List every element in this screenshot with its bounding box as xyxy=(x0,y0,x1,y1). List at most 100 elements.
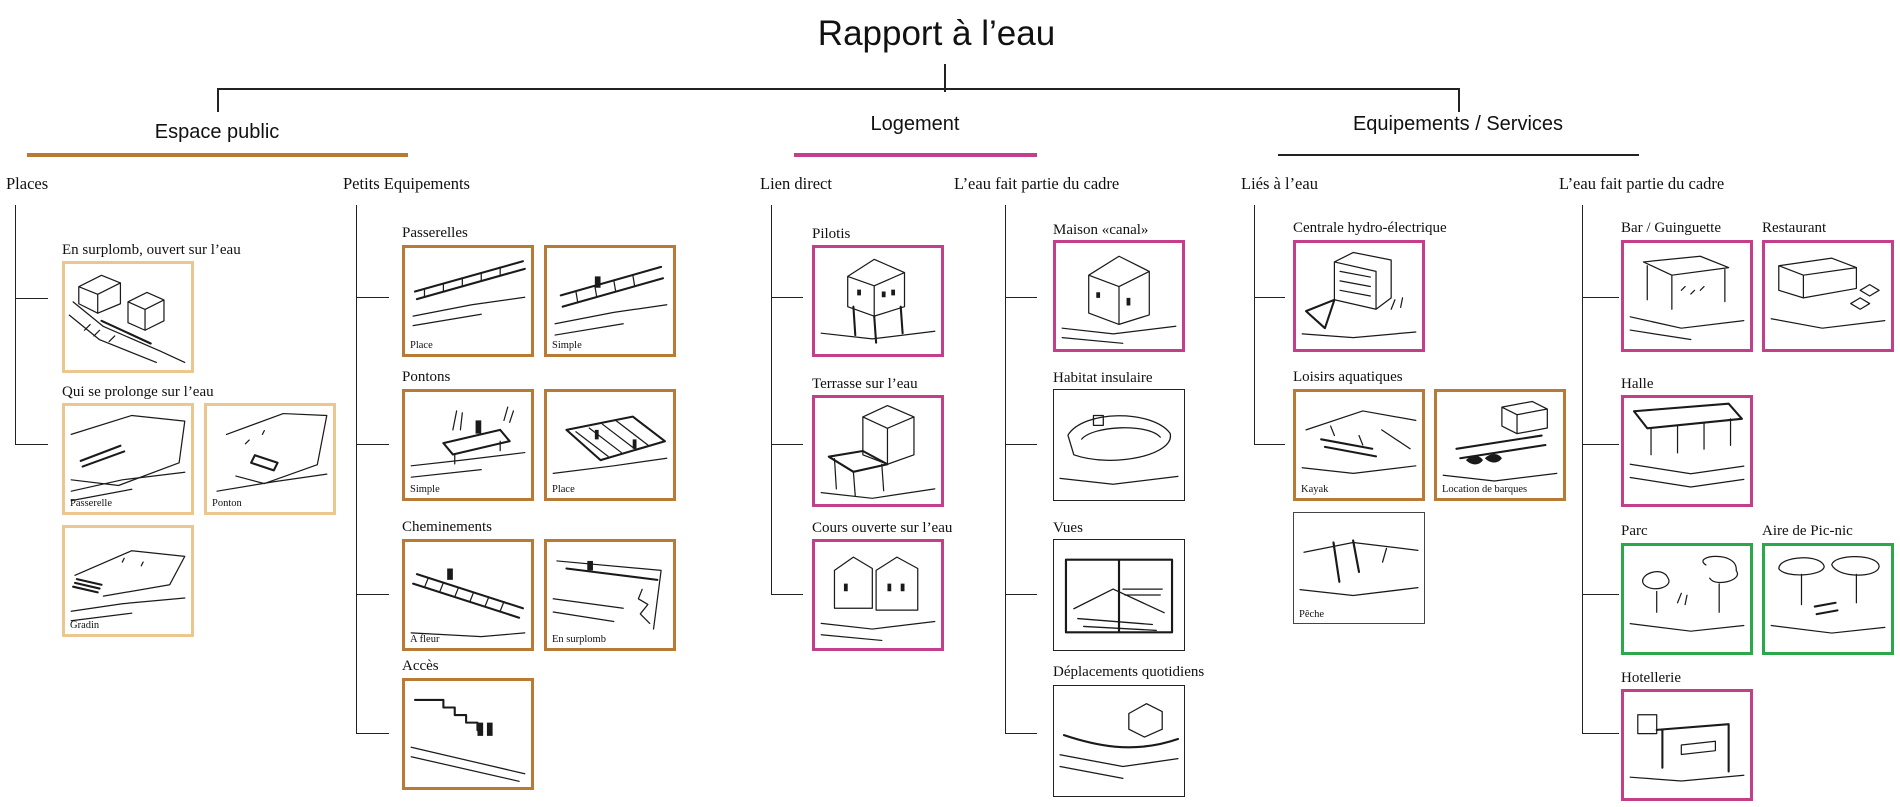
branch-lien-direct-vertical xyxy=(771,205,772,595)
sketch-access-stairs xyxy=(410,698,526,782)
sketch-tile-passerelle-simple: Simple xyxy=(544,245,676,357)
branch-equip-cadre-tick xyxy=(1582,444,1619,445)
sketch-hydro-plant xyxy=(1301,251,1417,339)
branch-lien-direct-tick xyxy=(771,297,803,298)
caption: Ponton xyxy=(212,498,242,509)
heading-petits-equipements: Petits Equipements xyxy=(343,174,470,193)
branch-lies-vertical xyxy=(1254,205,1255,445)
sketch-tile-kayak: Kayak xyxy=(1293,389,1425,501)
branch-petits-tick xyxy=(356,594,389,595)
sketch-tile-passerelle: Passerelle xyxy=(62,403,194,515)
section-logement-bar xyxy=(794,153,1037,157)
sketch-house-on-stilts xyxy=(820,258,936,344)
sketch-tile-centrale xyxy=(1293,240,1425,352)
sketch-tile-acces xyxy=(402,678,534,790)
sketch-footbridge-plaza xyxy=(412,260,526,327)
caption: Simple xyxy=(552,340,582,351)
section-equipements-title: Equipements / Services xyxy=(1352,113,1564,135)
sketch-guinguette xyxy=(1629,255,1745,341)
sketch-boat-rental xyxy=(1442,400,1558,482)
label-en-surplomb: En surplomb, ouvert sur l’eau xyxy=(62,242,241,258)
diagram-title: Rapport à l’eau xyxy=(817,14,1056,53)
sketch-tile-halle xyxy=(1621,395,1753,507)
branch-petits-tick xyxy=(356,297,389,298)
sketch-tile-ponton: Ponton xyxy=(204,403,336,515)
label-terrasse: Terrasse sur l’eau xyxy=(812,376,918,392)
label-maison-canal: Maison «canal» xyxy=(1053,222,1149,238)
tree-trunk xyxy=(944,64,946,92)
branch-equip-cadre-vertical xyxy=(1582,205,1583,733)
branch-petits-tick xyxy=(356,444,389,445)
sketch-water-terrace xyxy=(820,404,936,499)
sketch-tile-bar xyxy=(1621,240,1753,352)
caption: Pêche xyxy=(1299,609,1325,620)
caption: Gradin xyxy=(70,620,100,631)
branch-equip-cadre-tick xyxy=(1582,733,1619,734)
sketch-tile-ponton-simple: Simple xyxy=(402,389,534,501)
label-pilotis: Pilotis xyxy=(812,226,851,242)
sketch-tile-hotellerie xyxy=(1621,689,1753,801)
caption: En surplomb xyxy=(552,634,606,645)
sketch-tile-cours xyxy=(812,539,944,651)
heading-lien-direct: Lien direct xyxy=(760,174,832,193)
label-halle: Halle xyxy=(1621,376,1654,392)
sketch-restaurant xyxy=(1770,257,1886,329)
branch-places-tick xyxy=(15,298,48,299)
heading-lies-eau: Liés à l’eau xyxy=(1241,174,1318,193)
section-equipements-rule xyxy=(1278,154,1639,156)
sketch-simple-pontoon xyxy=(410,406,526,478)
sketch-tile-pilotis xyxy=(812,245,944,357)
sketch-buildings-waterfront xyxy=(68,274,186,364)
sketch-overhanging-walkway xyxy=(552,560,662,630)
label-deplacements: Déplacements quotidiens xyxy=(1053,664,1205,680)
branch-equip-cadre-tick xyxy=(1582,297,1619,298)
branch-logement-cadre-tick xyxy=(1005,733,1037,734)
label-qui-se-prolonge: Qui se prolonge sur l’eau xyxy=(62,384,214,400)
sketch-hotel xyxy=(1629,714,1745,782)
branch-logement-cadre-tick xyxy=(1005,444,1037,445)
sketch-tile-terrasse xyxy=(812,395,944,507)
tree-drop-right xyxy=(1458,88,1460,112)
branch-lies-tick xyxy=(1254,444,1285,445)
sketch-tile-parc xyxy=(1621,543,1753,655)
sketch-daily-commute xyxy=(1059,703,1180,779)
branch-places-vertical xyxy=(15,205,16,445)
sketch-pontoon-plaza xyxy=(552,415,668,475)
branch-petits-vertical xyxy=(356,205,357,733)
branch-equip-cadre-tick xyxy=(1582,594,1619,595)
branch-logement-cadre-tick xyxy=(1005,297,1037,298)
sketch-tile-location-barques: Location de barques xyxy=(1434,389,1566,501)
sketch-tile-cheminement-a-fleur: A fleur xyxy=(402,539,534,651)
sketch-flush-walkway xyxy=(410,568,526,638)
sketch-fishing xyxy=(1299,539,1419,597)
sketch-footbridge xyxy=(70,414,186,502)
label-pontons: Pontons xyxy=(402,369,451,385)
sketch-canal-house xyxy=(1061,255,1177,344)
sketch-tile-passerelle-place: Place xyxy=(402,245,534,357)
label-cheminements: Cheminements xyxy=(402,519,492,535)
sketch-simple-footbridge xyxy=(554,265,668,336)
caption: A fleur xyxy=(410,634,440,645)
section-logement-title: Logement xyxy=(870,113,960,135)
sketch-tile-habitat-insulaire xyxy=(1053,389,1185,501)
sketch-tile-restaurant xyxy=(1762,240,1894,352)
sketch-tile-deplacements xyxy=(1053,685,1185,797)
sketch-park xyxy=(1629,555,1745,632)
caption: Place xyxy=(552,484,575,495)
sketch-open-courtyard xyxy=(820,556,936,642)
branch-petits-tick xyxy=(356,733,389,734)
caption: Passerelle xyxy=(70,498,112,509)
heading-equipements-cadre: L’eau fait partie du cadre xyxy=(1559,174,1725,193)
branch-logement-cadre-tick xyxy=(1005,594,1037,595)
sketch-steps xyxy=(70,550,186,622)
tree-drop-left xyxy=(217,88,219,112)
label-acces: Accès xyxy=(402,658,439,674)
label-restaurant: Restaurant xyxy=(1762,220,1827,236)
heading-logement-cadre: L’eau fait partie du cadre xyxy=(954,174,1120,193)
label-hotellerie: Hotellerie xyxy=(1621,670,1681,686)
label-bar: Bar / Guinguette xyxy=(1621,220,1721,236)
section-espace-public-bar xyxy=(27,153,408,157)
caption: Kayak xyxy=(1301,484,1329,495)
label-centrale: Centrale hydro-électrique xyxy=(1293,220,1447,236)
sketch-picnic-area xyxy=(1770,556,1886,634)
